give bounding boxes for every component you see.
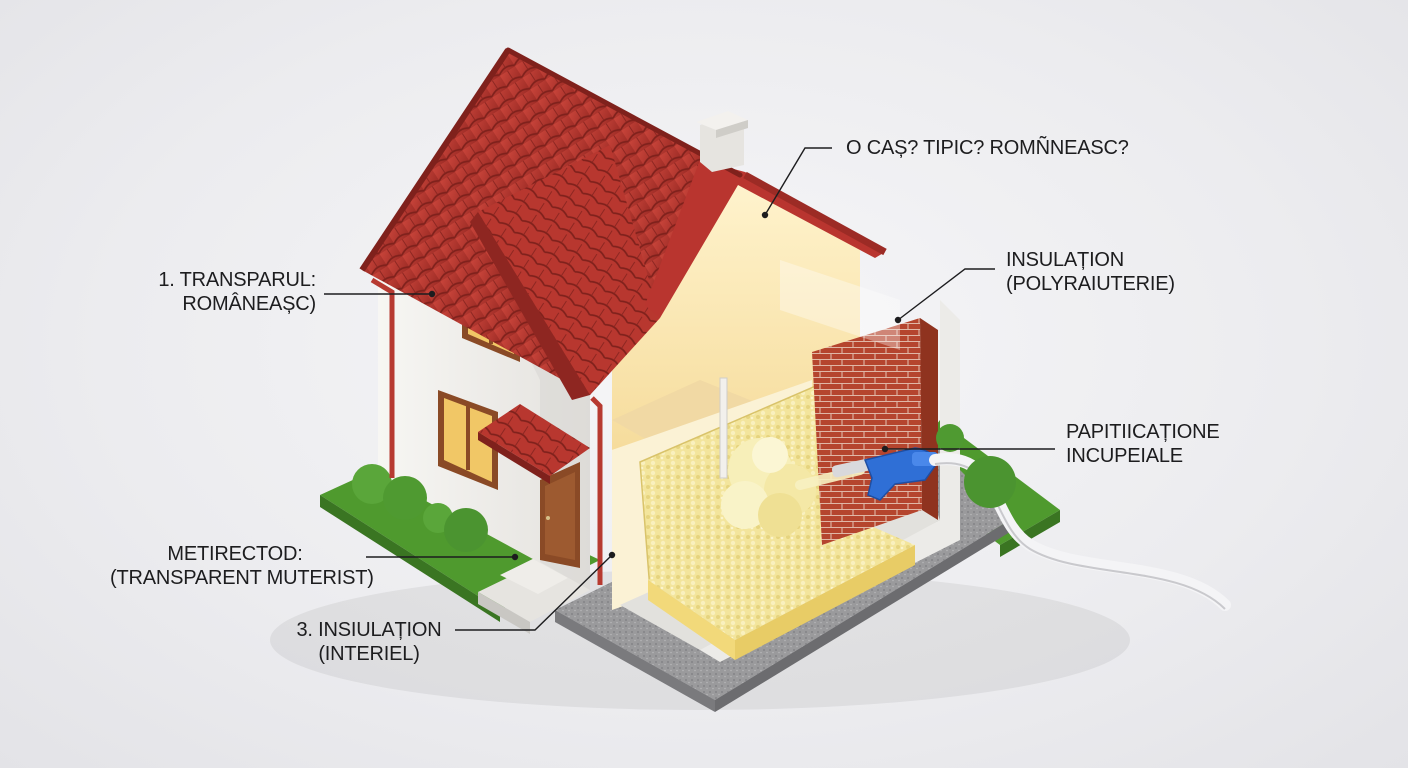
leader-top (764, 147, 832, 216)
label-right-upper-line1: INSULAȚION (1006, 249, 1125, 271)
label-bottom-line2: (INTERIEL) (318, 643, 420, 665)
spray-gun (795, 447, 938, 501)
label-bottom: 3. INSIULAȚION (INTERIEL) (286, 618, 452, 666)
label-right-lower: PAPITIICAȚIONE INCUPEIALE (1066, 420, 1220, 468)
leader-right-upper (897, 268, 995, 321)
foundation-slab-edge (555, 610, 715, 712)
shrubs (352, 424, 1016, 552)
downspout-right (590, 396, 603, 585)
brick-wall (812, 318, 922, 545)
interior-pipe (719, 377, 728, 479)
leader-lines (324, 147, 1055, 631)
roof-right-slope (645, 160, 885, 318)
label-bottom-line1: 3. INSIULAȚION (296, 619, 442, 641)
label-left-lower: METIRECTOD: (TRANSPARENT MUTERIST) (110, 542, 374, 590)
label-left-lower-line2: (TRANSPARENT MUTERIST) (110, 567, 374, 589)
interior-room-upper (612, 172, 860, 450)
roof-cross-gable-left (470, 212, 590, 400)
leader-bottom (455, 554, 613, 631)
label-top: O CAȘ? TIPIC? ROMÑNEASC? (846, 136, 1129, 160)
grass-lawn-edge (320, 495, 500, 622)
label-right-lower-line1: PAPITIICAȚIONE (1066, 421, 1220, 443)
brick-wall-side (920, 318, 938, 520)
transparent-panel (780, 260, 900, 350)
door-canopy (478, 404, 590, 476)
label-right-upper-line2: (POLYRAIUTERIE) (1006, 273, 1175, 295)
roof-eave-right (743, 171, 887, 256)
roof-eave (359, 48, 511, 272)
lower-window (438, 390, 498, 490)
roof-cross-gable (478, 145, 660, 395)
door-canopy-edge (478, 432, 550, 484)
label-left-upper-line1: 1. TRANSPARUL: (158, 269, 316, 291)
label-top-line1: O CAȘ? TIPIC? ROMÑNEASC? (846, 137, 1129, 159)
front-door (540, 462, 580, 568)
foundation-slab-edge-right (715, 520, 1010, 712)
foam-board-edge (648, 580, 735, 660)
label-right-lower-line2: INCUPEIALE (1066, 445, 1183, 467)
label-left-upper-line2: ROMÂNEAȘC) (182, 293, 316, 315)
front-steps-riser (478, 592, 530, 634)
grass-lawn-right-edge (1000, 510, 1060, 557)
label-left-lower-line1: METIRECTOD: (167, 543, 303, 565)
spray-foam-cloud (721, 437, 816, 537)
label-left-upper: 1. TRANSPARUL: ROMÂNEAȘC) (120, 268, 316, 316)
chimney (696, 111, 748, 172)
label-right-upper: INSULAȚION (POLYRAIUTERIE) (1006, 248, 1175, 296)
foam-insulation-floor (648, 505, 915, 640)
foam-board-edge-right (735, 545, 915, 660)
downspout-left (370, 277, 395, 478)
